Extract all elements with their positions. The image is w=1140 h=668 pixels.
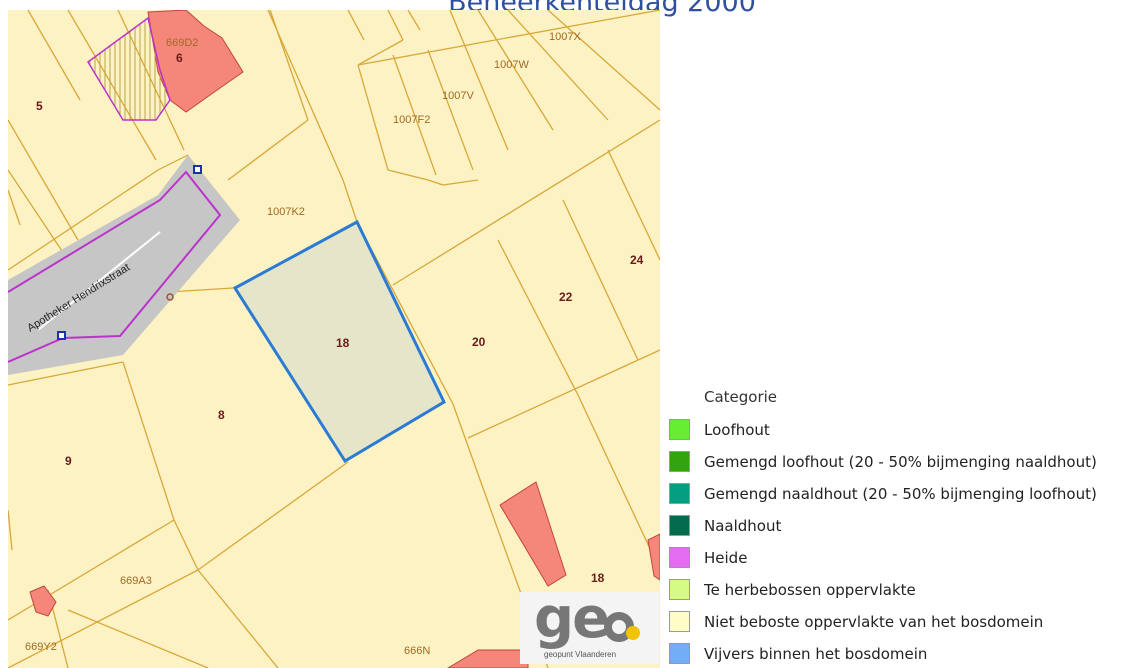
house-number-22: 22 [559, 290, 573, 304]
legend-swatch [669, 451, 690, 472]
parcel-label-1007f2: 1007F2 [393, 114, 430, 126]
legend-label: Te herbebossen oppervlakte [704, 581, 916, 599]
legend-swatch [669, 611, 690, 632]
legend-swatch [669, 419, 690, 440]
map-canvas[interactable]: 669D2 6 5 1007X 1007W 1007V 1007F2 1007K… [8, 10, 660, 668]
legend-label: Vijvers binnen het bosdomein [704, 645, 928, 663]
geo-logo-tagline: geopunt Vlaanderen [544, 650, 617, 659]
geopunt-logo: ge geopunt Vlaanderen [520, 586, 659, 664]
house-number-24: 24 [630, 253, 644, 267]
parcel-label-1007x: 1007X [549, 31, 581, 43]
legend-swatch [669, 643, 690, 664]
legend-label: Gemengd naaldhout (20 - 50% bijmenging l… [704, 485, 1097, 503]
geo-logo-dot-icon [626, 626, 640, 640]
selected-parcel[interactable] [232, 219, 446, 464]
building-east [499, 481, 567, 587]
building-right-edge [647, 533, 660, 581]
legend-label: Niet beboste oppervlakte van het bosdome… [704, 613, 1044, 631]
legend-swatch [669, 515, 690, 536]
legend-swatch [669, 579, 690, 600]
parcel-label-669y2: 669Y2 [25, 641, 57, 653]
house-number-5: 5 [36, 99, 43, 113]
legend-label: Gemengd loofhout (20 - 50% bijmenging na… [704, 453, 1097, 471]
street-point-marker [166, 293, 174, 301]
legend-title: Categorie [704, 388, 778, 406]
legend-label: Heide [704, 549, 748, 567]
house-number-20: 20 [472, 335, 486, 349]
street-marker-bottom [57, 331, 66, 340]
legend-item-naaldhout: Naaldhout [668, 514, 1140, 538]
house-number-18-selected: 18 [336, 336, 350, 350]
legend-item-heide: Heide [668, 546, 1140, 570]
geo-logo-word: ge [534, 586, 610, 651]
legend-item-vijvers: Vijvers binnen het bosdomein [668, 642, 1140, 666]
house-number-18-east: 18 [591, 571, 605, 585]
street-marker-top [193, 165, 202, 174]
street-edge [157, 154, 189, 171]
legend-label: Naaldhout [704, 517, 782, 535]
legend-item-gemengd-naaldhout: Gemengd naaldhout (20 - 50% bijmenging l… [668, 482, 1140, 506]
street-centerline [37, 231, 161, 331]
parcel-label-666n: 666N [404, 645, 430, 657]
map-svg: 669D2 6 5 1007X 1007W 1007V 1007F2 1007K… [8, 10, 660, 668]
legend-swatch [669, 547, 690, 568]
parcel-label-1007v: 1007V [442, 90, 474, 102]
house-number-6: 6 [176, 51, 183, 65]
legend-swatch [669, 483, 690, 504]
parcel-label-1007k2: 1007K2 [267, 206, 305, 218]
legend-item-niet-beboste: Niet beboste oppervlakte van het bosdome… [668, 610, 1140, 634]
house-number-8: 8 [218, 408, 225, 422]
legend-item-te-herbebossen: Te herbebossen oppervlakte [668, 578, 1140, 602]
house-number-9: 9 [65, 454, 72, 468]
legend-item-loofhout: Loofhout [668, 418, 1140, 442]
building-hatched [87, 16, 171, 121]
street-area [8, 155, 240, 375]
building-southwest [29, 585, 57, 617]
parcel-label-669d2: 669D2 [166, 37, 198, 49]
legend-item-gemengd-loofhout: Gemengd loofhout (20 - 50% bijmenging na… [668, 450, 1140, 474]
buildings [29, 10, 660, 668]
legend-label: Loofhout [704, 421, 770, 439]
parcel-label-669a3: 669A3 [120, 575, 152, 587]
parcel-label-1007w: 1007W [494, 59, 529, 71]
